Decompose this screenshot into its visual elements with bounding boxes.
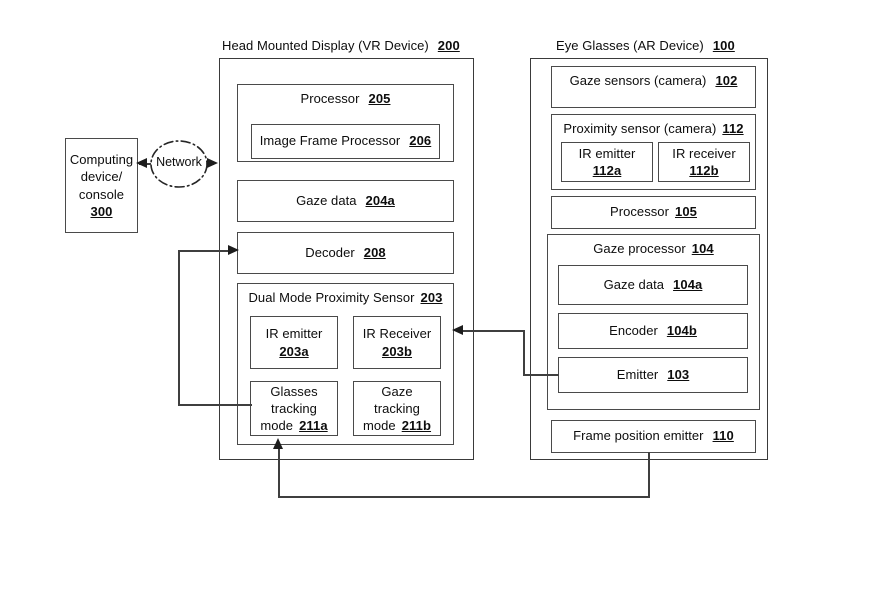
frame-position-emitter-label: Frame position emitter [573, 428, 704, 444]
ar-ir-receiver-ref: 112b [689, 163, 719, 178]
vr-device-caption: Head Mounted Display (VR Device) 200 [222, 38, 460, 53]
ar-gaze-data-label: Gaze data [603, 276, 665, 292]
glasses-mode-to-decoder-seg-h2 [178, 250, 232, 252]
vr-ir-receiver-ref: 203b [381, 343, 413, 359]
glasses-tracking-mode-ref: 211a [299, 418, 328, 434]
computing-device-line2: device/ [80, 169, 123, 185]
gaze-tracking-mode-ref: 211b [401, 418, 432, 434]
vr-ir-emitter-ref: 203a [279, 343, 309, 359]
ar-emitter-box: Emitter 103 [558, 357, 748, 393]
emitter-to-ir-receiver-arrowhead [452, 325, 463, 335]
emitter-to-ir-receiver-seg-h1 [523, 374, 559, 376]
frame-emitter-to-glasses-mode-seg-v1 [648, 452, 650, 498]
ar-processor-box: Processor 105 [551, 196, 756, 229]
vr-gaze-data-box: Gaze data 204a [237, 180, 454, 222]
ar-ir-receiver-label: IR receiver [672, 145, 736, 161]
ar-gaze-processor-ref: 104 [691, 241, 714, 256]
glasses-mode-to-decoder-seg-h1 [178, 404, 252, 406]
ar-device-caption-ref: 100 [712, 38, 735, 53]
decoder-label: Decoder [305, 244, 355, 260]
vr-ir-emitter-box: IR emitter 203a [250, 316, 338, 369]
vr-device-outer-box [219, 58, 474, 460]
ar-device-caption-label: Eye Glasses (AR Device) [556, 38, 704, 53]
ar-ir-emitter-label: IR emitter [578, 145, 636, 161]
vr-device-caption-label: Head Mounted Display (VR Device) [222, 38, 429, 53]
emitter-to-ir-receiver-seg-v [523, 330, 525, 376]
ar-ir-emitter-box: IR emitter 112a [561, 142, 653, 182]
dual-mode-proximity-sensor-label: Dual Mode Proximity Sensor [248, 290, 415, 305]
ar-proximity-sensor-ref: 112 [722, 121, 744, 136]
ar-ir-receiver-box: IR receiver 112b [658, 142, 750, 182]
vr-processor-label: Processor [300, 91, 360, 106]
gaze-tracking-mode-line3: mode [362, 418, 396, 434]
emitter-to-ir-receiver-seg-h2 [462, 330, 524, 332]
image-frame-processor-box: Image Frame Processor 206 [251, 124, 440, 159]
glasses-mode-to-decoder-seg-v [178, 250, 180, 406]
glasses-mode-to-decoder-arrowhead [228, 245, 239, 255]
frame-emitter-to-glasses-mode-seg-h [278, 496, 650, 498]
ar-processor-ref: 105 [674, 204, 697, 220]
ar-proximity-sensor-label: Proximity sensor (camera) [563, 121, 717, 136]
ar-emitter-ref: 103 [667, 366, 690, 382]
gaze-tracking-mode-line1: Gaze [381, 383, 413, 399]
network-label: Network [156, 155, 202, 169]
vr-ir-emitter-label: IR emitter [265, 326, 323, 342]
ar-emitter-label: Emitter [616, 366, 659, 382]
ar-encoder-ref: 104b [666, 322, 697, 338]
ar-encoder-label: Encoder [609, 322, 658, 338]
glasses-tracking-mode-line1: Glasses [270, 383, 318, 399]
gaze-tracking-mode-line2: tracking [374, 400, 420, 416]
frame-emitter-to-glasses-mode-arrowhead [273, 438, 283, 449]
decoder-box: Decoder 208 [237, 232, 454, 274]
glasses-tracking-mode-line3: mode [260, 418, 294, 434]
ar-gaze-data-ref: 104a [673, 276, 703, 292]
ar-gaze-sensors-ref: 102 [715, 73, 738, 88]
image-frame-processor-label: Image Frame Processor [259, 133, 401, 149]
ar-gaze-sensors-label: Gaze sensors (camera) [569, 73, 707, 88]
computing-device-ref: 300 [90, 203, 113, 219]
ar-processor-label: Processor [610, 204, 669, 220]
vr-ir-receiver-box: IR Receiver 203b [353, 316, 441, 369]
glasses-tracking-mode-line2: tracking [271, 400, 317, 416]
network-to-console-arrowhead [136, 158, 147, 168]
ar-gaze-processor-label: Gaze processor [593, 241, 686, 256]
image-frame-processor-ref: 206 [409, 133, 432, 149]
ar-device-caption: Eye Glasses (AR Device) 100 [556, 38, 735, 53]
vr-gaze-data-ref: 204a [365, 192, 395, 208]
computing-device-line3: console [78, 186, 125, 202]
gaze-tracking-mode-box: Gaze tracking mode 211b [353, 381, 441, 436]
frame-position-emitter-box: Frame position emitter 110 [551, 420, 756, 453]
frame-position-emitter-ref: 110 [712, 428, 734, 444]
decoder-ref: 208 [363, 244, 386, 260]
ar-encoder-box: Encoder 104b [558, 313, 748, 349]
vr-ir-receiver-label: IR Receiver [362, 326, 432, 342]
vr-processor-ref: 205 [368, 91, 391, 106]
glasses-tracking-mode-box: Glasses tracking mode 211a [250, 381, 338, 436]
frame-emitter-to-glasses-mode-seg-v2 [278, 448, 280, 498]
computing-device-console-box: Computing device/ console 300 [65, 138, 138, 233]
computing-device-line1: Computing [69, 152, 134, 168]
ar-gaze-data-box: Gaze data 104a [558, 265, 748, 305]
ar-gaze-sensors-box: Gaze sensors (camera) 102 [551, 66, 756, 108]
vr-gaze-data-label: Gaze data [296, 192, 357, 208]
dual-mode-proximity-sensor-ref: 203 [420, 290, 443, 305]
ar-ir-emitter-ref: 112a [592, 163, 622, 178]
network-to-hmd-arrowhead [207, 158, 218, 168]
vr-device-caption-ref: 200 [437, 38, 460, 53]
